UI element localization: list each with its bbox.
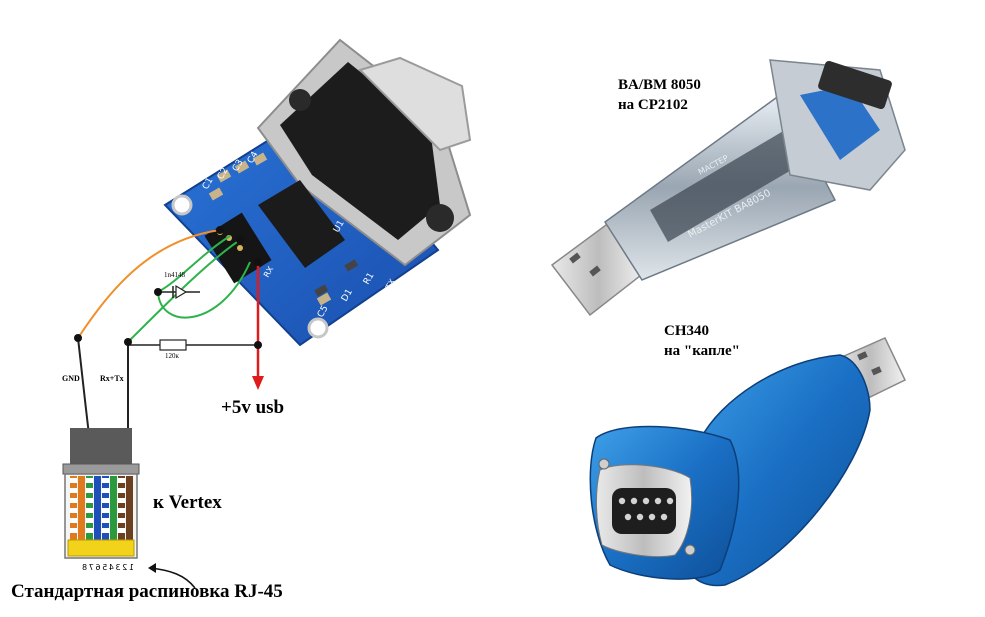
max232-chip [258, 180, 345, 268]
power-arrow [252, 376, 264, 390]
db9-screw [598, 458, 610, 470]
rj45-wire-stripe [86, 508, 93, 513]
rj45-wire-orange [78, 476, 85, 540]
ba8050-adapter [550, 59, 906, 317]
rj45-wire-green [110, 476, 117, 540]
pin [237, 245, 243, 251]
rj45-connector [62, 428, 140, 559]
usb-slot [589, 265, 601, 277]
capacitor [234, 160, 250, 174]
usb-slot [857, 351, 868, 361]
power-label: +5v usb [221, 397, 285, 418]
db9-hood [358, 56, 472, 152]
rxtx-wire [127, 239, 241, 343]
db9-pin [624, 513, 632, 521]
body-label-panel [650, 130, 800, 242]
resistor-label: 120к [165, 352, 179, 360]
db9-pin [666, 497, 674, 505]
rj45-wire-stripe [102, 518, 109, 523]
rj45-wire-stripe [86, 478, 93, 483]
rj45-wire-stripe [86, 528, 93, 533]
usb-slot [871, 366, 882, 376]
rj45-wire-brown [126, 476, 133, 540]
ch340-adapter [589, 337, 906, 587]
rj45-wire-stripe [70, 508, 77, 513]
capacitor [252, 152, 268, 166]
adapter1-title: BA/BM 8050 [618, 77, 701, 93]
rj45-wire-stripe [86, 488, 93, 493]
vertex-label: к Vertex [153, 492, 222, 513]
db9-connector-insert [612, 488, 676, 534]
mount-hole [171, 194, 193, 216]
diode-smd [314, 284, 329, 297]
rj45-wire-stripe [70, 498, 77, 503]
rj45-wire-stripe [118, 478, 125, 483]
rj45-wire-stripe [70, 478, 77, 483]
adapter2-title: CH340 [664, 323, 709, 339]
capacitor [216, 169, 232, 183]
rj45-pin-numbers: 12345678 [80, 563, 134, 572]
rj45-wire-stripe [102, 488, 109, 493]
rj45-wire-stripe [118, 498, 125, 503]
rj45-wire-stripe [70, 518, 77, 523]
junction-dot [236, 236, 244, 244]
rj45-contacts [67, 539, 135, 557]
rj45-wire-stripe [70, 528, 77, 533]
rj45-boot-band [62, 463, 140, 475]
rj45-wire-stripe [86, 498, 93, 503]
db9-pin [648, 513, 656, 521]
db9-pin [642, 497, 650, 505]
rj45-wire-stripe [102, 478, 109, 483]
rj45-wire-stripe [118, 508, 125, 513]
usb-slot [569, 252, 581, 264]
db9-screw [289, 89, 311, 111]
junction-dot [254, 258, 262, 266]
db9-pin-grid [618, 497, 674, 521]
mount-hole [307, 317, 329, 339]
diode-symbol [158, 284, 200, 300]
resistor-smd [344, 259, 359, 272]
rj45-wire-stripe [118, 528, 125, 533]
gnd-wire [77, 229, 221, 339]
rxtx-loop [157, 261, 251, 319]
rj45-boot [70, 428, 132, 466]
rs232-module [163, 38, 472, 347]
junction-dot [124, 338, 132, 346]
capacitor [316, 292, 332, 306]
rj45-wire-stripe [118, 488, 125, 493]
db9-pin [654, 497, 662, 505]
db9-pin [636, 513, 644, 521]
db9-pin [630, 497, 638, 505]
db9-pins [818, 60, 892, 110]
junction-dot [216, 226, 224, 234]
rxtx-diode-branch [157, 235, 231, 293]
capacitor [208, 187, 224, 201]
db9-blue-insert [800, 85, 880, 160]
rj45-wire-stripe [102, 498, 109, 503]
resistor-symbol [159, 339, 187, 351]
junction-dot [154, 288, 162, 296]
rj45-wire-stripe [70, 488, 77, 493]
db9-pin [618, 497, 626, 505]
rj45-wire-stripe [118, 518, 125, 523]
rj45-wires [70, 476, 133, 540]
db9-screw [684, 544, 696, 556]
db9-screw [426, 204, 454, 232]
junction-dot [74, 334, 82, 342]
junction-dot [254, 341, 262, 349]
pointer-arrow-head [148, 563, 156, 573]
diode-label: 1n4148 [164, 271, 185, 279]
standard-pinout-label: Стандартная распиновка RJ-45 [11, 581, 283, 602]
rj45-wire-stripe [102, 528, 109, 533]
rxtx-label: Rx+Tx [100, 374, 124, 383]
rj45-wire-stripe [86, 518, 93, 523]
rj45-wire-stripe [102, 508, 109, 513]
db9-pin [660, 513, 668, 521]
rj45-wire-blue [94, 476, 101, 540]
adapter2-subtitle: на "капле" [664, 343, 740, 359]
adapter1-subtitle: на CP2102 [618, 97, 688, 113]
gnd-label: GND [62, 374, 80, 383]
